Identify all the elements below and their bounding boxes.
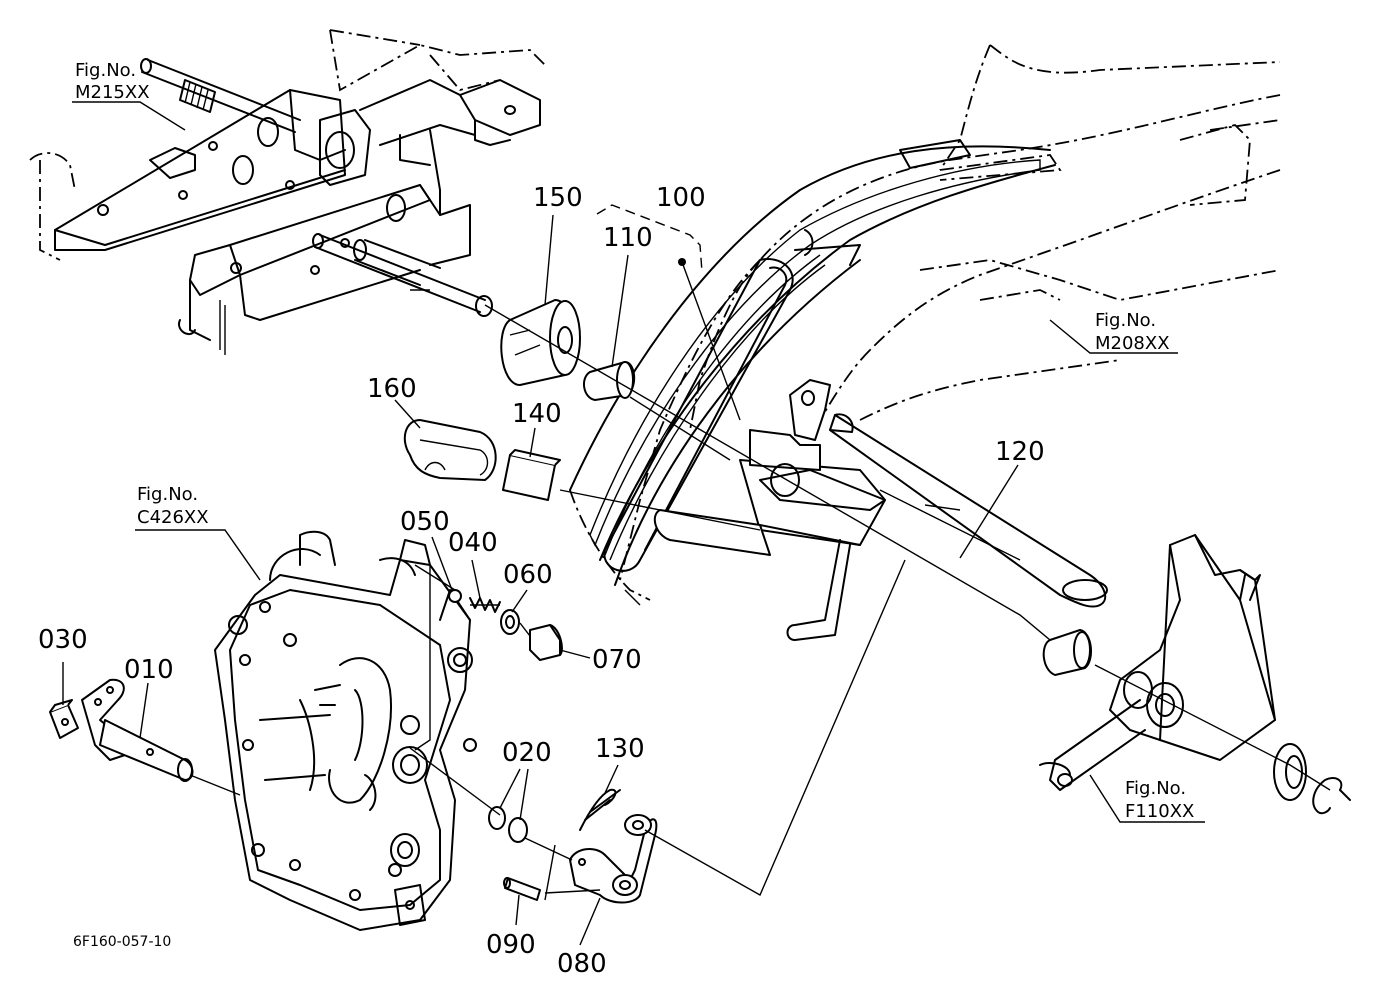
part-110-sleeve — [583, 361, 636, 401]
label-090: 090 — [486, 930, 536, 960]
fig-ref-c426xx-line2: C426XX — [137, 507, 209, 528]
part-150-collar — [500, 299, 581, 386]
label-160: 160 — [367, 374, 417, 404]
frame-outline-dashed — [569, 44, 1281, 601]
part-labels: 150 100 110 160 140 120 050 040 060 070 … — [38, 183, 1045, 979]
label-080: 080 — [557, 949, 607, 979]
part-120-shift-lever — [653, 379, 1108, 641]
fig-ref-m215xx: Fig.No. M215XX — [75, 60, 150, 103]
part-040-spring — [469, 597, 501, 613]
drawing-number: 6F160-057-10 — [73, 934, 171, 950]
part-030-block — [49, 699, 79, 739]
part-010-fork-shaft — [81, 678, 194, 782]
fig-ref-c426xx: Fig.No. C426XX — [137, 484, 209, 528]
fig-ref-f110xx: Fig.No. F110XX — [1125, 778, 1194, 822]
upper-frame-bracket — [29, 29, 546, 355]
fig-ref-m215xx-line2: M215XX — [75, 82, 150, 103]
washer-right — [1273, 743, 1307, 801]
fig-ref-m208xx-line2: M208XX — [1095, 333, 1170, 354]
part-070-plug — [529, 624, 563, 661]
part-050-ball — [448, 589, 462, 603]
lever-sleeve — [1042, 629, 1092, 676]
fig-ref-m208xx-line1: Fig.No. — [1095, 310, 1156, 331]
label-060: 060 — [503, 560, 553, 590]
shift-guide-plate — [569, 139, 1056, 586]
label-030: 030 — [38, 625, 88, 655]
part-130-snap-pin — [579, 788, 621, 831]
assembly-lines — [189, 304, 1331, 901]
label-110: 110 — [603, 223, 653, 253]
label-050: 050 — [400, 507, 450, 537]
part-090-pin — [503, 877, 541, 901]
label-130: 130 — [595, 734, 645, 764]
fig-ref-m215xx-line1: Fig.No. — [75, 60, 136, 81]
leader-lines — [62, 101, 1205, 946]
part-080-shift-arm — [569, 814, 658, 904]
label-010: 010 — [124, 655, 174, 685]
lower-right-bracket — [1039, 534, 1276, 791]
part-140-sleeve — [502, 449, 561, 501]
label-020: 020 — [502, 738, 552, 768]
fig-ref-m208xx: Fig.No. M208XX — [1095, 310, 1170, 354]
part-160-knob — [403, 419, 497, 481]
part-020-o-rings — [488, 806, 528, 843]
part-060-washer — [500, 609, 520, 635]
label-140: 140 — [512, 399, 562, 429]
fig-ref-f110xx-line2: F110XX — [1125, 801, 1194, 822]
fig-ref-f110xx-line1: Fig.No. — [1125, 778, 1186, 799]
label-120: 120 — [995, 437, 1045, 467]
circlip-right — [1312, 777, 1351, 815]
label-100: 100 — [656, 183, 706, 213]
label-040: 040 — [448, 528, 498, 558]
transmission-case — [214, 530, 477, 931]
label-070: 070 — [592, 645, 642, 675]
fig-ref-c426xx-line1: Fig.No. — [137, 484, 198, 505]
label-150: 150 — [533, 183, 583, 213]
